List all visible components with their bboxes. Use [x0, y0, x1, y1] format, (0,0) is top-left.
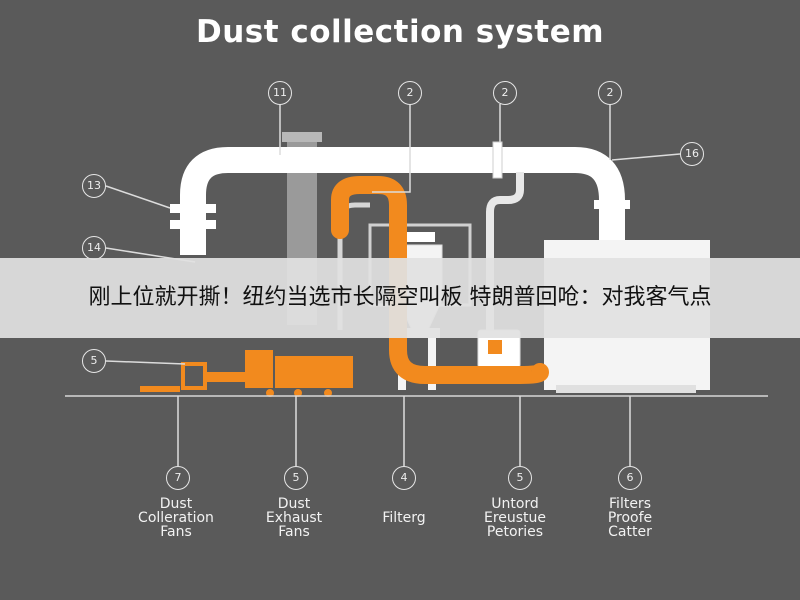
- label-line: Dust: [277, 496, 311, 512]
- main-duct-loop: [180, 147, 625, 255]
- callout-top-3: 2: [493, 81, 517, 105]
- fan-unit-small: [181, 362, 207, 390]
- orange-duct: [331, 176, 549, 384]
- label-line: Filters: [609, 496, 651, 512]
- cyclone-stand-right: [428, 330, 436, 390]
- label-filters-proofe-catter: Filters Proofe Catter: [570, 497, 690, 539]
- callout-top-1: 11: [268, 81, 292, 105]
- callout-top-2: 2: [398, 81, 422, 105]
- leader-left-3: [105, 360, 186, 365]
- label-dust-exhaust-fans: Dust Exhaust Fans: [234, 497, 354, 539]
- callout-bottom-5: 6: [618, 466, 642, 490]
- fan-wheel-3: [324, 389, 332, 397]
- callout-left-3: 5: [82, 349, 106, 373]
- fan-connector: [205, 372, 247, 382]
- label-filtering: Filterg: [344, 511, 464, 525]
- fan-wheel-1: [266, 389, 274, 397]
- news-banner: 刚上位就开撕！纽约当选市长隔空叫板 特朗普回呛：对我客气点: [0, 258, 800, 338]
- thin-pipe-right: [486, 172, 524, 330]
- label-untord-ereustue-petories: Untord Ereustue Petories: [455, 497, 575, 539]
- callout-top-4: 2: [598, 81, 622, 105]
- label-line: Catter: [608, 524, 652, 540]
- callout-bottom-3: 4: [392, 466, 416, 490]
- leader-top-2: [372, 104, 411, 193]
- leader-top-5: [611, 153, 681, 161]
- label-line: Fans: [160, 524, 192, 540]
- news-banner-text: 刚上位就开撕！纽约当选市长隔空叫板 特朗普回呛：对我客气点: [88, 285, 712, 310]
- diagram-title: Dust collection system: [195, 14, 605, 50]
- callout-left-2: 14: [82, 236, 106, 260]
- label-line: Fans: [278, 524, 310, 540]
- vertical-column-cap: [282, 132, 322, 142]
- fan-wheel-2: [294, 389, 302, 397]
- callout-bottom-1: 7: [166, 466, 190, 490]
- callout-bottom-4: 5: [508, 466, 532, 490]
- duct-joint-top: [492, 141, 503, 179]
- leader-left-1: [105, 185, 171, 209]
- label-line: Dust: [159, 496, 193, 512]
- duct-joint-left-2: [170, 220, 216, 229]
- label-line: Ereustue: [483, 510, 547, 526]
- fan-skid: [140, 386, 180, 392]
- label-line: Exhaust: [265, 510, 323, 526]
- duct-joint-right: [594, 200, 630, 209]
- label-line: Colleration: [138, 510, 214, 526]
- callout-bottom-2: 5: [284, 466, 308, 490]
- label-line: Filterg: [382, 510, 426, 526]
- label-line: Petories: [486, 524, 544, 540]
- fan-motor: [245, 350, 273, 388]
- label-line: Untord: [491, 496, 539, 512]
- canister-window: [488, 340, 502, 354]
- cyclone-cap: [405, 232, 435, 242]
- filter-cabinet-base: [556, 385, 696, 393]
- label-dust-collection-fans: Dust Colleration Fans: [116, 497, 236, 539]
- duct-joint-left: [170, 204, 216, 213]
- fan-body: [275, 356, 353, 388]
- label-line: Proofe: [607, 510, 653, 526]
- callout-top-5: 16: [680, 142, 704, 166]
- callout-left-1: 13: [82, 174, 106, 198]
